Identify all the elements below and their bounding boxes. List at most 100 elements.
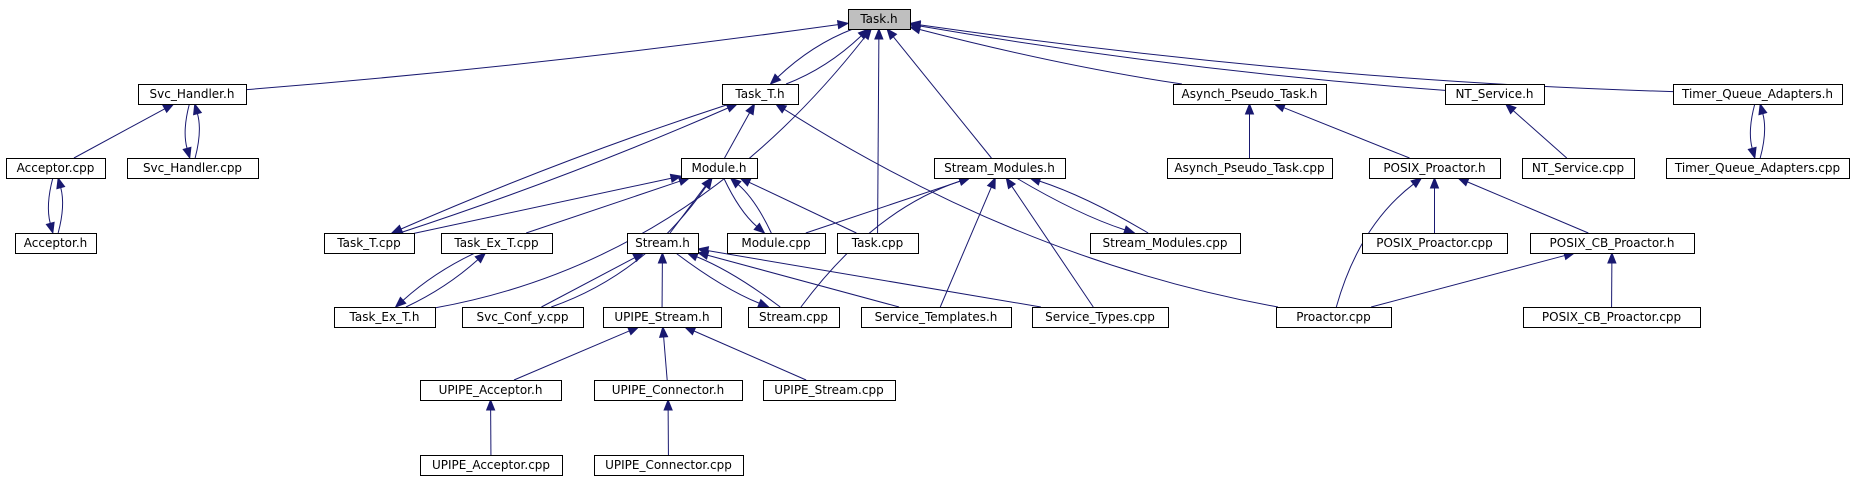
node-task-ex-t-h[interactable]: Task_Ex_T.h [334, 307, 436, 328]
node-label: UPIPE_Connector.cpp [605, 458, 732, 472]
edge-task_ex_t_h-to-task_h [434, 36, 866, 309]
edge-stream_modules_cpp-to-stream_modules_h [1039, 180, 1149, 234]
node-box [420, 380, 562, 401]
edge-task_cpp-to-task_h [877, 38, 880, 234]
arrowhead-stream_modules_h-to-stream_modules_cpp [1122, 225, 1136, 235]
node-task-ex-t-cpp[interactable]: Task_Ex_T.cpp [441, 233, 553, 254]
node-label: POSIX_CB_Proactor.h [1550, 236, 1675, 250]
arrowhead-timer_queue_adapters_h-to-task_h [908, 20, 922, 30]
node-posix-cb-proactor-cpp[interactable]: POSIX_CB_Proactor.cpp [1523, 307, 1701, 328]
node-label: Proactor.cpp [1296, 310, 1371, 324]
arrowhead-upipe_stream_h-to-stream_h [657, 251, 668, 264]
node-asynch-pseudo-task-h[interactable]: Asynch_Pseudo_Task.h [1173, 84, 1327, 105]
node-upipe-connector-h[interactable]: UPIPE_Connector.h [594, 380, 743, 401]
arrowhead-acceptor_cpp-to-acceptor_h [45, 221, 55, 235]
node-task-t-h[interactable]: Task_T.h [722, 84, 799, 105]
node-proactor-cpp[interactable]: Proactor.cpp [1276, 307, 1392, 328]
node-service-templates-h[interactable]: Service_Templates.h [861, 307, 1012, 328]
node-label: Task.h [859, 12, 897, 26]
node-box [6, 158, 106, 179]
node-svc-handler-h[interactable]: Svc_Handler.h [138, 84, 247, 105]
node-timer-queue-adapters-h[interactable]: Timer_Queue_Adapters.h [1673, 84, 1843, 105]
node-label: Stream_Modules.h [944, 161, 1055, 175]
arrowhead-posix_proactor_h-to-asynch_pseudo_task_h [1273, 103, 1287, 113]
node-task-t-cpp[interactable]: Task_T.cpp [324, 233, 415, 254]
node-box [934, 158, 1066, 179]
edge-stream_h-to-module_h [669, 185, 706, 234]
node-svc-conf-y-cpp[interactable]: Svc_Conf_y.cpp [462, 307, 584, 328]
arrowhead-svc_handler_cpp-to-svc_handler_h [193, 102, 203, 116]
node-stream-h[interactable]: Stream.h [627, 233, 699, 254]
node-upipe-connector-cpp[interactable]: UPIPE_Connector.cpp [594, 455, 744, 476]
node-label: Service_Types.cpp [1045, 310, 1155, 324]
arrowhead-upipe_connector_cpp-to-upipe_connector_h [663, 398, 673, 411]
node-module-h[interactable]: Module.h [681, 158, 758, 179]
node-box [603, 307, 722, 328]
node-box [1673, 84, 1843, 105]
node-task-cpp[interactable]: Task.cpp [837, 233, 919, 254]
node-module-cpp[interactable]: Module.cpp [727, 233, 826, 254]
node-acceptor-h[interactable]: Acceptor.h [15, 233, 97, 254]
node-posix-cb-proactor-h[interactable]: POSIX_CB_Proactor.h [1530, 233, 1695, 254]
node-label: UPIPE_Connector.h [612, 383, 725, 397]
node-timer-queue-adapters-cpp[interactable]: Timer_Queue_Adapters.cpp [1666, 158, 1850, 179]
edge-module_cpp-to-module_h [737, 184, 772, 234]
node-label: Module.cpp [741, 236, 810, 250]
node-acceptor-cpp[interactable]: Acceptor.cpp [6, 158, 106, 179]
node-box [420, 455, 563, 476]
edge-nt_service_cpp-to-nt_service_h [1512, 110, 1568, 159]
node-box [681, 158, 758, 179]
node-box [848, 9, 911, 30]
edge-upipe_acceptor_h-to-upipe_stream_h [513, 330, 630, 381]
node-asynch-pseudo-task-cpp[interactable]: Asynch_Pseudo_Task.cpp [1167, 158, 1333, 179]
arrowhead-task_t_cpp-to-module_h [669, 173, 683, 183]
node-box [1362, 233, 1508, 254]
arrowhead-proactor_cpp-to-posix_proactor_h [1410, 177, 1423, 189]
node-label: Asynch_Pseudo_Task.cpp [1174, 161, 1324, 175]
node-label: Service_Templates.h [875, 310, 998, 324]
node-box [1090, 233, 1241, 254]
arrowhead-asynch_pseudo_task_cpp-to-asynch_pseudo_task_h [1244, 102, 1255, 115]
node-nt-service-h[interactable]: NT_Service.h [1445, 84, 1545, 105]
edge-module_cpp-to-stream_modules_h [805, 180, 961, 234]
arrowhead-stream_modules_h-to-task_h [886, 27, 898, 41]
arrowhead-upipe_acceptor_h-to-upipe_stream_h [626, 326, 640, 336]
node-label: Task_T.cpp [336, 236, 400, 250]
arrowhead-posix_proactor_cpp-to-posix_proactor_h [1429, 176, 1440, 189]
node-box [334, 307, 436, 328]
node-label: Acceptor.h [24, 236, 88, 250]
arrowhead-posix_cb_proactor_cpp-to-posix_cb_proactor_h [1607, 251, 1617, 264]
node-posix-proactor-h[interactable]: POSIX_Proactor.h [1369, 158, 1501, 179]
node-upipe-acceptor-cpp[interactable]: UPIPE_Acceptor.cpp [420, 455, 563, 476]
node-box [1032, 307, 1169, 328]
node-upipe-stream-h[interactable]: UPIPE_Stream.h [603, 307, 722, 328]
node-label: Stream.h [635, 236, 690, 250]
node-task-h[interactable]: Task.h [848, 9, 911, 30]
node-nt-service-cpp[interactable]: NT_Service.cpp [1522, 158, 1635, 179]
node-upipe-acceptor-h[interactable]: UPIPE_Acceptor.h [420, 380, 562, 401]
edge-asynch_pseudo_task_h-to-task_h [919, 29, 1182, 85]
edge-acceptor_cpp-to-acceptor_h [47, 177, 54, 224]
arrowhead-nt_service_cpp-to-nt_service_h [1504, 103, 1517, 115]
node-stream-modules-cpp[interactable]: Stream_Modules.cpp [1090, 233, 1241, 254]
node-svc-handler-cpp[interactable]: Svc_Handler.cpp [127, 158, 259, 179]
node-service-types-cpp[interactable]: Service_Types.cpp [1032, 307, 1169, 328]
node-stream-modules-h[interactable]: Stream_Modules.h [934, 158, 1066, 179]
arrowhead-task_ex_t_h-to-task_ex_t_cpp [474, 252, 487, 264]
arrowhead-upipe_connector_h-to-upipe_stream_h [658, 325, 669, 338]
node-label: Asynch_Pseudo_Task.h [1182, 87, 1318, 101]
node-stream-cpp[interactable]: Stream.cpp [748, 307, 840, 328]
edge-task_t_cpp-to-module_h [413, 177, 672, 234]
node-label: Acceptor.cpp [17, 161, 95, 175]
node-label: POSIX_Proactor.cpp [1376, 236, 1493, 250]
node-posix-proactor-cpp[interactable]: POSIX_Proactor.cpp [1362, 233, 1508, 254]
arrowhead-stream_h-to-stream_cpp [757, 298, 770, 308]
node-box [1167, 158, 1333, 179]
node-box [1530, 233, 1695, 254]
node-upipe-stream-cpp[interactable]: UPIPE_Stream.cpp [763, 380, 896, 401]
node-box [441, 233, 553, 254]
arrowhead-task_t_h-to-task_t_cpp [390, 224, 404, 234]
arrowhead-task_cpp-to-module_h [738, 177, 752, 187]
node-box [594, 455, 744, 476]
